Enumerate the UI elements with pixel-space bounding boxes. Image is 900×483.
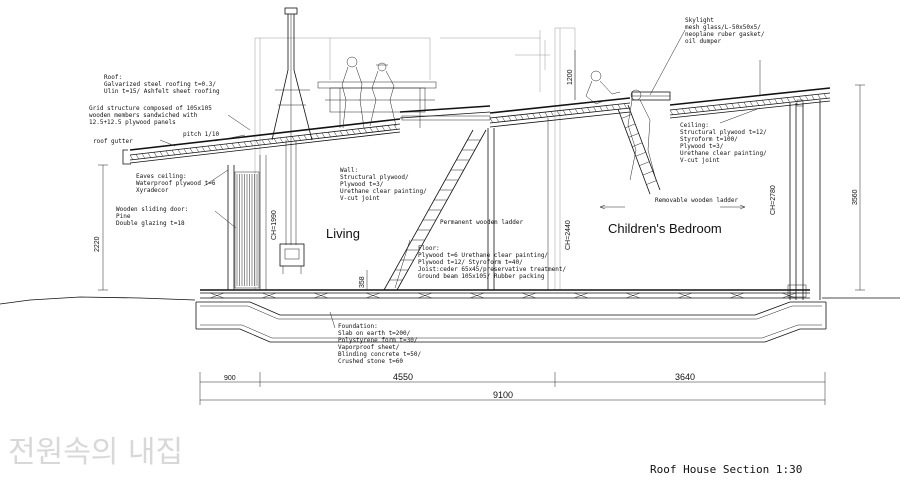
dim-3560: 3560 — [852, 189, 859, 205]
permanent-wooden-ladder — [383, 129, 487, 291]
magazine-watermark: 전원속의 내집 — [8, 435, 183, 470]
left-wall-column — [227, 155, 267, 290]
dim-4550: 4550 — [393, 372, 413, 382]
floor-annotation: Floor: Plywood t=6 Urethane clear painti… — [418, 245, 570, 280]
foundation-slab — [195, 301, 827, 343]
wood-stove-icon — [279, 243, 305, 274]
dim-9100: 9100 — [493, 390, 513, 400]
middle-wall — [487, 118, 549, 290]
removable-ladder-label: Removable wooden ladder — [655, 197, 738, 204]
dim-3640: 3640 — [675, 372, 695, 382]
ch-2780: CH=2780 — [770, 185, 777, 215]
dim-900: 900 — [224, 375, 236, 382]
grid-structure-annotation: Grid structure composed of 105x105 woode… — [89, 105, 215, 126]
dim-358: 358 — [359, 276, 366, 288]
ch-1990: CH=1990 — [271, 210, 278, 240]
person-silhouette-icon — [369, 62, 397, 127]
sliding-door-annotation: Wooden sliding door: Pine Double glazing… — [116, 206, 192, 227]
person-silhouette-icon — [627, 89, 657, 181]
ch-2440: CH=2440 — [565, 220, 572, 250]
floor-structure — [200, 289, 810, 299]
dim-1200: 1200 — [567, 69, 574, 85]
eaves-ceiling-annotation: Eaves ceiling: Waterproof plywood t=6 Xy… — [136, 173, 219, 194]
room-label-living: Living — [326, 226, 360, 241]
right-wall-column — [787, 99, 821, 300]
sliding-door — [234, 171, 260, 289]
person-silhouette-icon — [585, 70, 621, 105]
rear-building-outline — [254, 27, 576, 290]
skylight — [631, 91, 671, 101]
bedroom-arrows — [599, 204, 746, 210]
ground-line — [0, 296, 900, 305]
wall-annotation: Wall: Structural plywood/ Plywood t=3/ U… — [340, 167, 430, 202]
foundation-annotation: Foundation: Slab on earth t=200/ Polysty… — [338, 323, 425, 365]
removable-wooden-ladder — [617, 104, 661, 195]
roof-insulation-hatch — [129, 93, 828, 161]
roof-middle — [399, 97, 631, 128]
loft-bench — [317, 81, 437, 128]
dim-2220: 2220 — [94, 236, 101, 252]
pitch-annotation: pitch 1/10 — [183, 131, 220, 138]
person-silhouette-icon — [341, 56, 365, 129]
dimension-lines — [98, 50, 865, 405]
roof-right — [669, 87, 831, 119]
skylight-annotation: Skylight mesh glass/L-50x50x5/ neoplane … — [685, 17, 768, 45]
chimney-flue — [271, 7, 313, 245]
drawing-caption: Roof House Section 1:30 — [650, 463, 802, 476]
ceiling-annotation: Ceiling: Structural plywood t=12/ Styrof… — [680, 122, 770, 164]
roof-gutter-annotation: roof gutter — [93, 138, 133, 145]
leader-lines — [159, 29, 761, 329]
permanent-ladder-label: Permanent wooden ladder — [440, 219, 523, 226]
room-label-bedroom: Children's Bedroom — [608, 221, 722, 236]
roof-annotation: Roof: Galvarized steel roofing t=0.3/ Ul… — [104, 74, 220, 95]
